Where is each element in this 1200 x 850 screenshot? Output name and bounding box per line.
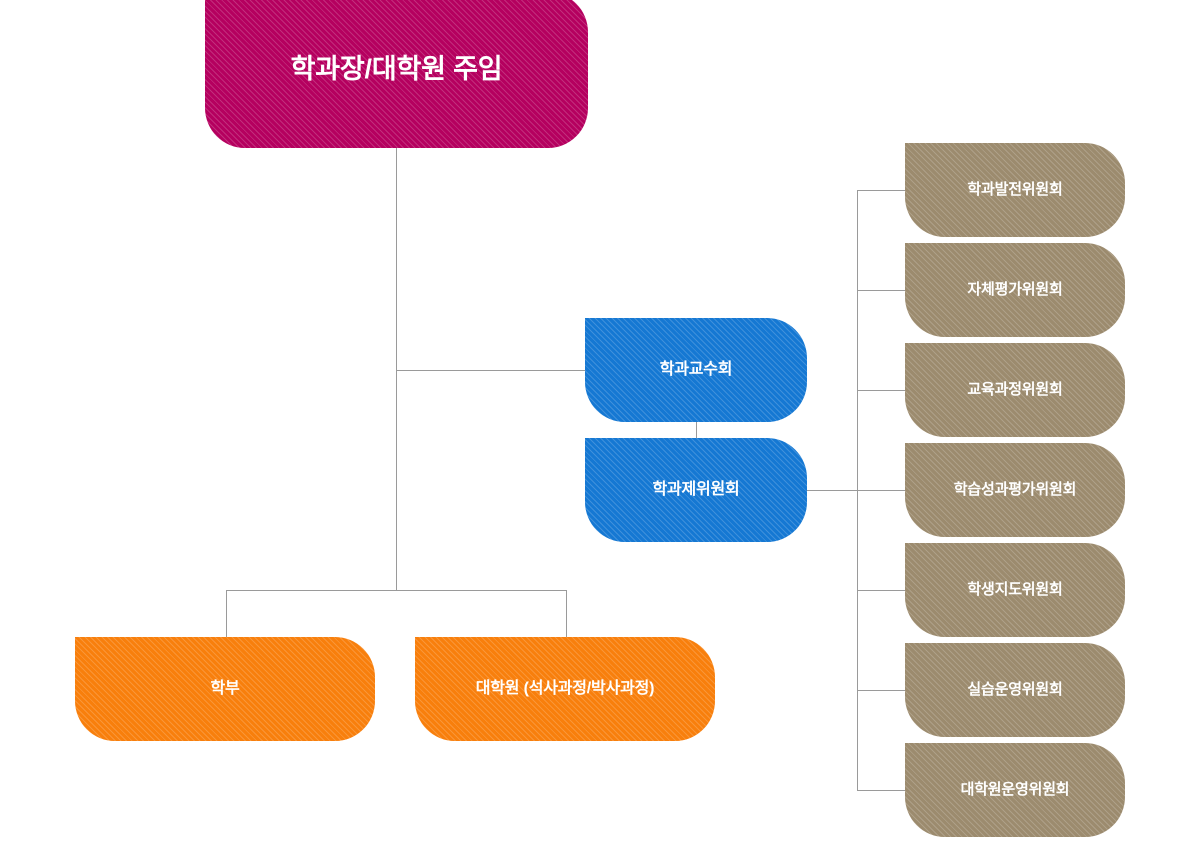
node-label: 학생지도위원회 [967,580,1063,598]
connector-council-to-committees [806,490,906,491]
node-committee-learning-outcomes[interactable]: 학습성과평가위원회 [905,443,1125,537]
node-label: 학부 [210,680,240,697]
connector-head-to-faculty [396,370,586,371]
node-faculty-assembly[interactable]: 학과교수회 [585,318,807,422]
node-label: 실습운영위원회 [967,680,1063,698]
connector-stub-committee-3 [857,490,906,491]
node-committee-practicum[interactable]: 실습운영위원회 [905,643,1125,737]
connector-to-grad [566,590,567,638]
connector-faculty-to-council [696,420,697,440]
node-label: 학과교수회 [659,361,733,378]
connector-stub-committee-6 [857,790,906,791]
connector-stub-committee-1 [857,290,906,291]
node-label: 교육과정위원회 [967,380,1063,398]
node-label: 학과발전위원회 [967,180,1063,198]
node-graduate-school[interactable]: 대학원 (석사과정/박사과정) [415,637,715,741]
connector-stub-committee-0 [857,190,906,191]
node-department-head[interactable]: 학과장/대학원 주임 [205,0,588,148]
node-undergraduate[interactable]: 학부 [75,637,375,741]
node-label: 대학원 (석사과정/박사과정) [475,680,655,697]
connector-bottom-bar [226,590,567,591]
node-label: 학습성과평가위원회 [953,480,1077,498]
connector-stub-committee-5 [857,690,906,691]
node-committee-curriculum[interactable]: 교육과정위원회 [905,343,1125,437]
node-label: 학과제위원회 [652,481,740,498]
connector-to-undergrad [226,590,227,638]
node-committee-student-guidance[interactable]: 학생지도위원회 [905,543,1125,637]
connector-head-spine [396,148,397,591]
node-label: 대학원운영위원회 [960,780,1070,798]
node-department-committee[interactable]: 학과제위원회 [585,438,807,542]
node-committee-development[interactable]: 학과발전위원회 [905,143,1125,237]
node-committee-graduate-operations[interactable]: 대학원운영위원회 [905,743,1125,837]
connector-stub-committee-4 [857,590,906,591]
node-label: 학과장/대학원 주임 [290,54,503,85]
node-committee-self-evaluation[interactable]: 자체평가위원회 [905,243,1125,337]
node-label: 자체평가위원회 [967,280,1063,298]
connector-stub-committee-2 [857,390,906,391]
